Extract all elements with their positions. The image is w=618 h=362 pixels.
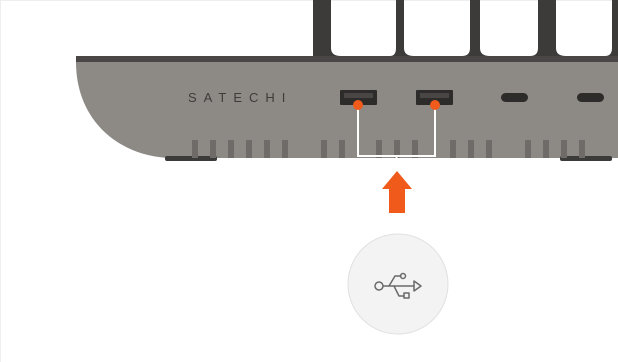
hub-foot-right <box>560 156 612 161</box>
up-arrow-icon <box>382 171 412 213</box>
hub-body <box>76 62 618 158</box>
usb-c-port-2 <box>577 93 604 102</box>
hub-vents <box>192 140 585 158</box>
key-left-edge <box>313 0 331 60</box>
usb-c-port-1 <box>501 93 528 102</box>
frame-border-left <box>0 0 1 362</box>
frame-border-top <box>0 0 618 1</box>
callout-bracket-lines <box>357 105 436 160</box>
usb-badge <box>347 233 449 335</box>
port-marker-2 <box>430 100 440 110</box>
usb-a-port-1 <box>340 90 377 105</box>
hub-foot-left <box>165 156 217 161</box>
usb-a-port-2 <box>416 90 453 105</box>
keyboard-keys <box>313 0 618 60</box>
usb-icon <box>374 272 422 299</box>
key-4 <box>480 0 556 60</box>
brand-logo-text: SATECHI <box>188 90 292 105</box>
key-5 <box>556 0 618 60</box>
port-marker-1 <box>353 100 363 110</box>
key-3 <box>404 0 480 60</box>
